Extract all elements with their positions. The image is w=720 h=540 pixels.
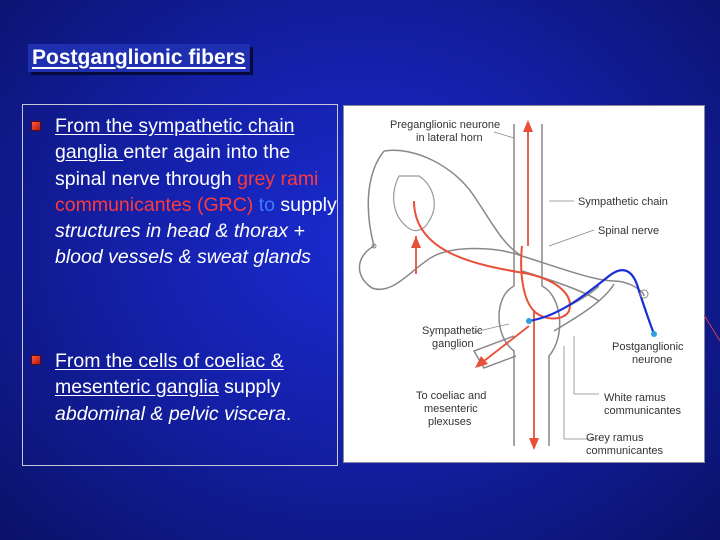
bullet-1-text: enter again into the spinal nerve throug… [55,141,291,190]
label-preganglionic-line1: Preganglionic neurone [390,119,500,131]
diagram-svg: Preganglionic neurone in lateral horn Sy… [358,119,684,457]
bullet-1-structures: structures in head & thorax + blood vess… [55,220,311,269]
label-sympathetic-ganglion-line2: ganglion [432,338,474,350]
arrow-left-icon [475,356,488,368]
slide-title: Postganglionic fibers [28,44,250,72]
small-circle [371,243,377,249]
grey-matter-outline [393,175,435,232]
label-postganglionic-line1: Postganglionic [612,341,684,353]
branch-to-coeliac [472,335,517,369]
label-preganglionic-line2: in lateral horn [416,132,483,144]
sympathetic-pathway-diagram: Preganglionic neurone in lateral horn Sy… [343,105,705,463]
label-coeliac-line1: To coeliac and [416,390,486,402]
small-circle-right [639,289,649,299]
postganglionic-fiber [528,269,656,335]
arrow-up-icon [523,120,533,132]
label-spinal-nerve: Spinal nerve [598,225,659,237]
bullet-1-supply: supply [274,193,337,216]
label-grey-ramus-line1: Grey ramus [586,432,644,444]
preganglionic-branch-coeliac [483,325,530,362]
decorative-line [704,315,720,342]
neurone-end-dot [651,331,657,337]
bullet-text-1: From the sympathetic chain ganglia enter… [55,113,339,271]
label-white-ramus-line2: communicantes [604,405,682,417]
arrow-left-top-icon [411,236,421,248]
label-white-ramus-line1: White ramus [604,392,666,404]
leader-lines [473,131,599,440]
bullet-1-grc: grey rami communicantes (GRC) [55,167,319,216]
label-coeliac-line2: mesenteric [424,403,478,415]
bullet-text-2: From the cells of coeliac & mesenteric g… [55,348,339,427]
text-box: From the sympathetic chain ganglia enter… [22,104,338,466]
bullet-marker-1 [31,121,41,131]
label-postganglionic-line2: neurone [632,354,672,366]
label-sympathetic-chain: Sympathetic chain [578,196,668,208]
bullet-2-viscera: abdominal & pelvic viscera [55,402,286,425]
label-grey-ramus-line2: communicantes [586,445,664,457]
spinal-nerve [521,255,645,302]
ganglion-cell-dot [526,318,532,324]
label-coeliac-line3: plexuses [428,416,472,428]
bullet-marker-2 [31,355,41,365]
bullet-1-to: to [253,193,275,216]
bullet-2-period: . [285,402,292,425]
preganglionic-fiber [413,200,571,320]
arrow-down-icon [529,438,539,450]
rami-communicantes [548,283,615,332]
bullet-1-underlined: From the sympathetic chain ganglia [55,115,295,164]
bullet-2-underlined: From the cells of coeliac & mesenteric g… [55,350,284,399]
bullet-2-supply: supply [218,376,281,399]
spinal-cord-outline [358,149,523,291]
sympathetic-chain-trunk [498,124,561,446]
label-sympathetic-ganglion-line1: Sympathetic [422,325,483,337]
